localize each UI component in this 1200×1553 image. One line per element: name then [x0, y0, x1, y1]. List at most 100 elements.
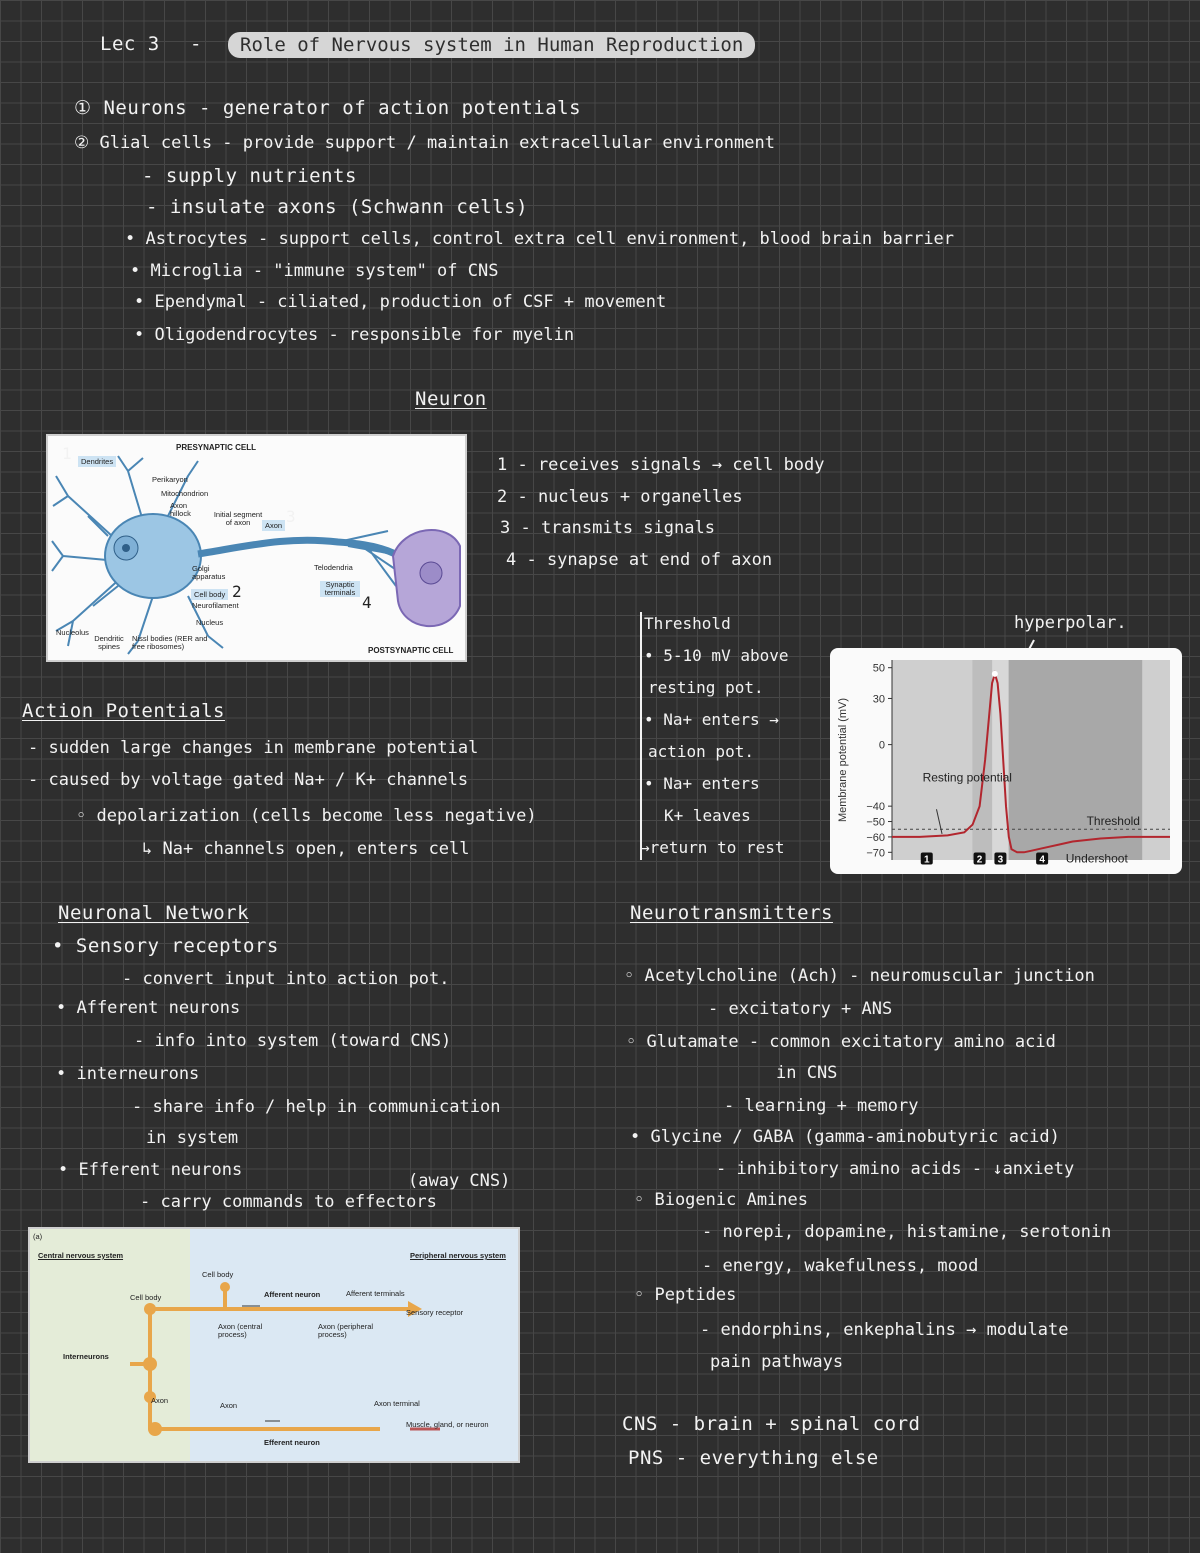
- telodendria-label: Telodendria: [314, 563, 353, 572]
- nt-line-i: - norepi, dopamine, histamine, serotonin: [702, 1222, 1112, 1242]
- neuron-number-1: 1: [62, 444, 72, 463]
- neuron-number-3: 3: [286, 507, 296, 526]
- axon-mid-label: Axon: [151, 1396, 169, 1405]
- summary-cns: CNS - brain + spinal cord: [622, 1413, 921, 1435]
- golgi-label: Golgi apparatus: [192, 564, 226, 581]
- effector-label: Muscle, gland, or neuron: [406, 1420, 489, 1429]
- cns-region: [30, 1229, 190, 1461]
- neuron-number-4: 4: [362, 593, 372, 612]
- threshold-note-c: • Na+ enters →: [644, 710, 779, 729]
- perikaryon-label: Perikaryon: [152, 475, 188, 484]
- y-tick-label: 0: [879, 740, 885, 752]
- threshold-note-g: →return to rest: [640, 838, 785, 857]
- neuron-diagram: PRESYNAPTIC CELL Dendrites Perikaryon Mi…: [48, 436, 465, 660]
- intro-line-microglia: • Microglia - "immune system" of CNS: [130, 261, 499, 281]
- y-tick-label: −50: [866, 817, 885, 829]
- panel-label: (a): [33, 1232, 43, 1241]
- phase-number-1: 1: [924, 854, 930, 865]
- y-tick-label: −60: [866, 832, 885, 844]
- hyperpolar-label: hyperpolar.: [1014, 613, 1127, 633]
- nucleolus-label: Nucleolus: [56, 628, 89, 637]
- intro-line-insulate: - insulate axons (Schwann cells): [146, 196, 529, 218]
- cell-body-left-label: Cell body: [130, 1293, 162, 1302]
- threshold-label: Threshold: [1087, 814, 1140, 828]
- resting-pointer: [935, 809, 943, 834]
- network-line-d: - info into system (toward CNS): [134, 1031, 452, 1051]
- nt-line-g: - inhibitory amino acids - ↓anxiety: [716, 1159, 1075, 1179]
- nt-line-f: • Glycine / GABA (gamma-aminobutyric aci…: [630, 1127, 1060, 1147]
- y-tick-label: 50: [873, 663, 885, 675]
- neuron-number-2: 2: [232, 582, 242, 601]
- cell-body-top-label: Cell body: [202, 1270, 234, 1279]
- network-line-j: - carry commands to effectors: [140, 1192, 437, 1212]
- nt-line-d: in CNS: [776, 1063, 838, 1083]
- phase-badge-3: [994, 852, 1007, 865]
- axon-peripheral-label: Axon (peripheral process): [318, 1322, 374, 1339]
- axon-central-label: Axon (central process): [218, 1322, 263, 1339]
- nucleus-label: Nucleus: [196, 618, 224, 627]
- afferent-neuron-label: Afferent neuron: [264, 1290, 321, 1299]
- neurofilament-label: Neurofilament: [192, 601, 239, 610]
- nt-line-k: ◦ Peptides: [634, 1285, 737, 1305]
- network-line-a: • Sensory receptors: [52, 935, 279, 957]
- lecture-number: Lec 3: [100, 33, 160, 55]
- network-line-c: • Afferent neurons: [56, 998, 241, 1018]
- threshold-note-b: resting pot.: [648, 678, 764, 697]
- initial-segment-label: Initial segment of axon: [213, 510, 263, 527]
- presynaptic-label: PRESYNAPTIC CELL: [176, 443, 257, 452]
- phase-band-2: [972, 660, 993, 860]
- neurotransmitters-heading: Neurotransmitters: [630, 902, 833, 924]
- action-potentials-line-d: ↳ Na+ channels open, enters cell: [142, 839, 470, 859]
- sensory-receptor-label: Sensory receptor: [406, 1308, 464, 1317]
- action-potentials-line-c: ◦ depolarization (cells become less nega…: [76, 806, 537, 826]
- network-line-e: • interneurons: [56, 1064, 200, 1084]
- neuron-note-1: 1 - receives signals → cell body: [497, 455, 825, 475]
- threshold-note-d: action pot.: [648, 742, 754, 761]
- network-line-g: in system: [146, 1128, 239, 1148]
- nt-line-m: pain pathways: [710, 1352, 844, 1372]
- page-title: Role of Nervous system in Human Reproduc…: [228, 32, 756, 58]
- intro-line-ependymal: • Ependymal - ciliated, production of CS…: [134, 292, 667, 312]
- pns-region: [190, 1229, 518, 1461]
- phase-band-3: [992, 660, 1009, 860]
- action-potentials-line-a: - sudden large changes in membrane poten…: [28, 738, 479, 758]
- y-tick-label: −70: [866, 847, 885, 859]
- pns-label: Peripheral nervous system: [410, 1251, 506, 1260]
- cns-label: Central nervous system: [38, 1251, 124, 1260]
- intro-line-nutrients: - supply nutrients: [142, 165, 357, 187]
- interneurons-label: Interneurons: [63, 1352, 109, 1361]
- intro-line-glial: ② Glial cells - provide support / mainta…: [74, 133, 775, 153]
- network-line-h: • Efferent neurons: [58, 1160, 243, 1180]
- postsynaptic-label: POSTSYNAPTIC CELL: [368, 646, 454, 655]
- axon-bottom-label: Axon: [220, 1401, 238, 1410]
- phase-number-4: 4: [1039, 854, 1045, 865]
- afferent-terminals-label: Afferent terminals: [346, 1289, 405, 1298]
- dendrites-label: Dendrites: [78, 456, 117, 467]
- y-tick-label: −40: [866, 801, 885, 813]
- y-axis-label: Membrane potential (mV): [837, 698, 849, 822]
- nt-line-e: - learning + memory: [724, 1096, 919, 1116]
- neuron-illustration: [51, 455, 461, 655]
- neuron-note-3: 3 - transmits signals: [500, 518, 715, 538]
- nt-line-b: - excitatory + ANS: [708, 999, 893, 1019]
- phase-band-1: [892, 660, 973, 860]
- network-line-f: - share info / help in communication: [132, 1097, 501, 1117]
- neuron-heading: Neuron: [415, 388, 487, 410]
- phase-number-3: 3: [998, 854, 1004, 865]
- threshold-note-e: • Na+ enters: [644, 774, 760, 793]
- axon-label: Axon: [262, 520, 286, 531]
- phase-badge-1: [920, 852, 933, 865]
- phase-number-2: 2: [977, 854, 983, 865]
- phase-band-4: [1008, 660, 1143, 860]
- intro-line-astrocytes: • Astrocytes - support cells, control ex…: [125, 229, 955, 249]
- membrane-potential-line: [892, 670, 1170, 854]
- action-potentials-heading: Action Potentials: [22, 700, 225, 722]
- threshold-note-f: K+ leaves: [664, 806, 751, 825]
- nissl-label: Nissl bodies (RER and free ribosomes): [132, 634, 208, 651]
- dendritic-spines-label: Dendritic spines: [94, 634, 124, 651]
- undershoot-label: Undershoot: [1066, 851, 1129, 865]
- nt-line-h: ◦ Biogenic Amines: [634, 1190, 808, 1210]
- nervous-system-diagram: (a) Central nervous system Peripheral ne…: [30, 1229, 518, 1461]
